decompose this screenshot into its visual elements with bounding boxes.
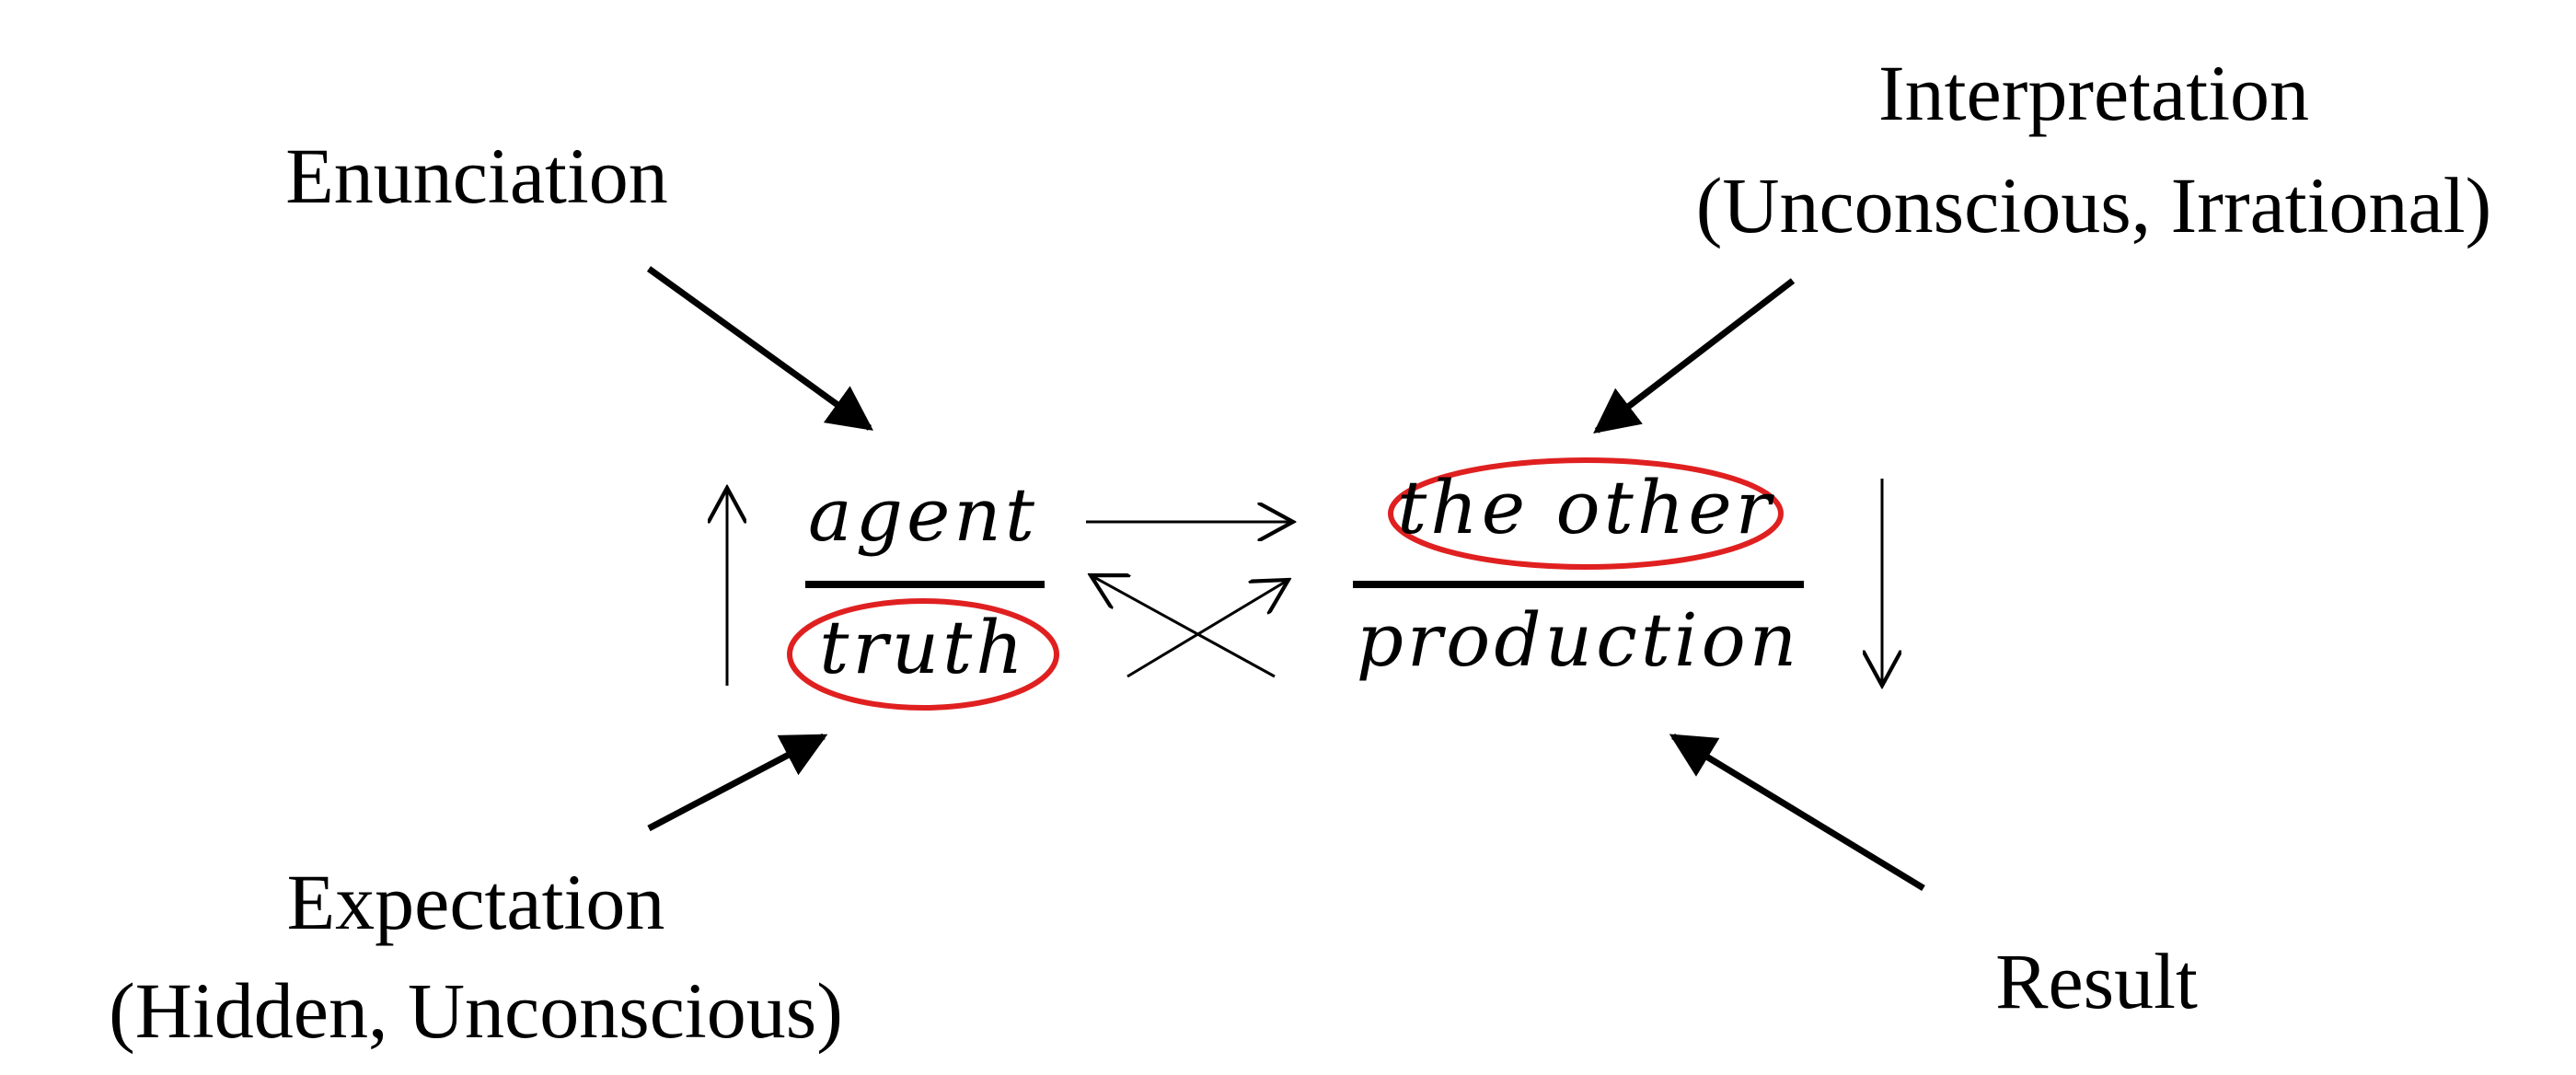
result-pointer-arrow [1669, 734, 1925, 891]
interpretation-pointer-arrow [1593, 278, 1796, 433]
interpretation-sub-label: (Unconscious, Irrational) [1695, 161, 2492, 249]
truth-term: truth [819, 605, 1027, 690]
enunciation-pointer-arrow [646, 266, 873, 431]
the-other-term: the other [1397, 465, 1774, 550]
agent-term: agent [808, 472, 1038, 558]
enunciation-label: Enunciation [285, 132, 668, 220]
expectation-pointer-arrow [647, 733, 828, 832]
production-term: production [1356, 597, 1801, 683]
cross-arrow-to-other [1126, 580, 1288, 678]
expectation-label: Expectation [286, 858, 665, 946]
other-highlight-ellipse [1388, 457, 1784, 570]
truth-highlight-ellipse [787, 598, 1059, 711]
result-label: Result [1995, 937, 2198, 1025]
expectation-sub-label: (Hidden, Unconscious) [109, 966, 843, 1055]
cross-arrow-to-agent [1091, 575, 1276, 678]
interpretation-label: Interpretation [1877, 49, 2310, 137]
